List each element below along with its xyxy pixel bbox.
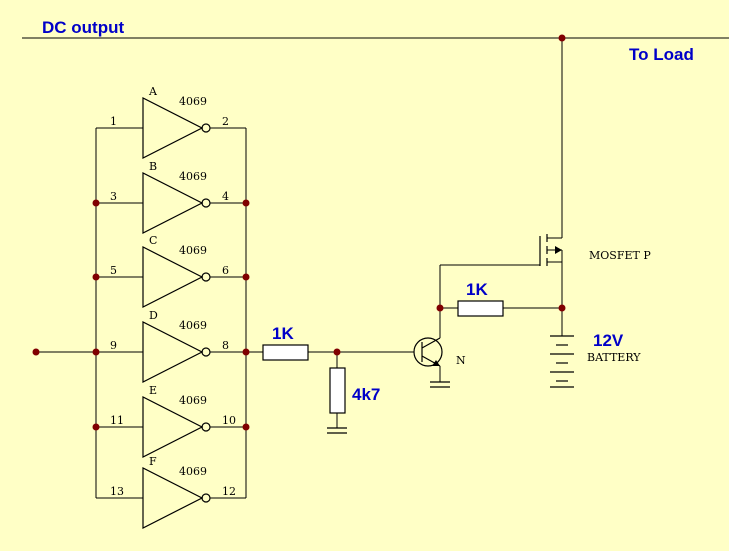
- inverter-d-chip-label: 4069: [179, 319, 207, 332]
- npn-label: N: [456, 354, 466, 367]
- junction-input-bus-d: [92, 348, 100, 356]
- inverter-e-in-pin: 11: [110, 414, 124, 427]
- inverter-e-body: [142, 396, 204, 458]
- inverter-b-body: [142, 172, 204, 234]
- inverter-c-in-pin: 5: [110, 264, 117, 277]
- npn-collector-lead: [421, 337, 441, 349]
- resistor-1k-pullup: [457, 300, 504, 317]
- inverter-c-body: [142, 246, 204, 308]
- to-load-label: To Load: [629, 45, 694, 64]
- junction-output-bus-c: [242, 273, 250, 281]
- inverter-e-chip-label: 4069: [179, 394, 207, 407]
- inverter-d-out-pin: 8: [222, 339, 229, 352]
- junction-output-bus-d: [242, 348, 250, 356]
- resistor-1k-base: [262, 344, 309, 361]
- junction-output-bus-b: [242, 199, 250, 207]
- inverter-d-gate-label: D: [149, 309, 158, 322]
- battery-voltage-label: 12V: [593, 331, 624, 350]
- inverter-f-body: [142, 467, 204, 529]
- inverter-c-out-pin: 6: [222, 264, 229, 277]
- inverter-e-gate-label: E: [149, 384, 157, 397]
- resistor-4k7: [329, 367, 346, 414]
- inverter-b-chip-label: 4069: [179, 170, 207, 183]
- battery-label: BATTERY: [587, 351, 641, 364]
- inverter-b-gate-label: B: [149, 160, 157, 173]
- inverter-e-out-pin: 10: [222, 414, 236, 427]
- inverter-f-in-pin: 13: [110, 485, 124, 498]
- junction-output-rail: [558, 34, 566, 42]
- junction-input-bus-b: [92, 199, 100, 207]
- mosfet-label: MOSFET P: [589, 249, 651, 262]
- npn-transistor-body: [413, 337, 443, 367]
- junction-input-bus-e: [92, 423, 100, 431]
- junction-battery: [558, 304, 566, 312]
- inverter-d-body: [142, 321, 204, 383]
- inverter-a-out-pin: 2: [222, 115, 229, 128]
- inverter-f-chip-label: 4069: [179, 465, 207, 478]
- resistor-1k-pullup-label: 1K: [466, 280, 488, 299]
- inverter-f-out-pin: 12: [222, 485, 236, 498]
- junction-input-bus-c: [92, 273, 100, 281]
- inverter-d-in-pin: 9: [110, 339, 117, 352]
- inverter-a-in-pin: 1: [110, 115, 117, 128]
- inverter-a-body: [142, 97, 204, 159]
- junction-signal-input: [32, 348, 40, 356]
- resistor-4k7-label: 4k7: [352, 385, 380, 404]
- inverter-c-chip-label: 4069: [179, 244, 207, 257]
- resistor-1k-base-label: 1K: [272, 324, 294, 343]
- inverter-b-in-pin: 3: [110, 190, 117, 203]
- junction-collector: [436, 304, 444, 312]
- mosfet-arrow: [555, 246, 562, 254]
- junctions: [32, 34, 566, 431]
- inverter-a-chip-label: 4069: [179, 95, 207, 108]
- dc-output-label: DC output: [42, 18, 124, 37]
- junction-output-bus-e: [242, 423, 250, 431]
- inverter-b-out-pin: 4: [222, 190, 229, 203]
- inverter-a-gate-label: A: [148, 85, 158, 98]
- inverter-f-gate-label: F: [149, 455, 157, 468]
- npn-emitter-arrow: [432, 360, 440, 366]
- junction-r2-node: [333, 348, 341, 356]
- inverter-c-gate-label: C: [149, 234, 157, 247]
